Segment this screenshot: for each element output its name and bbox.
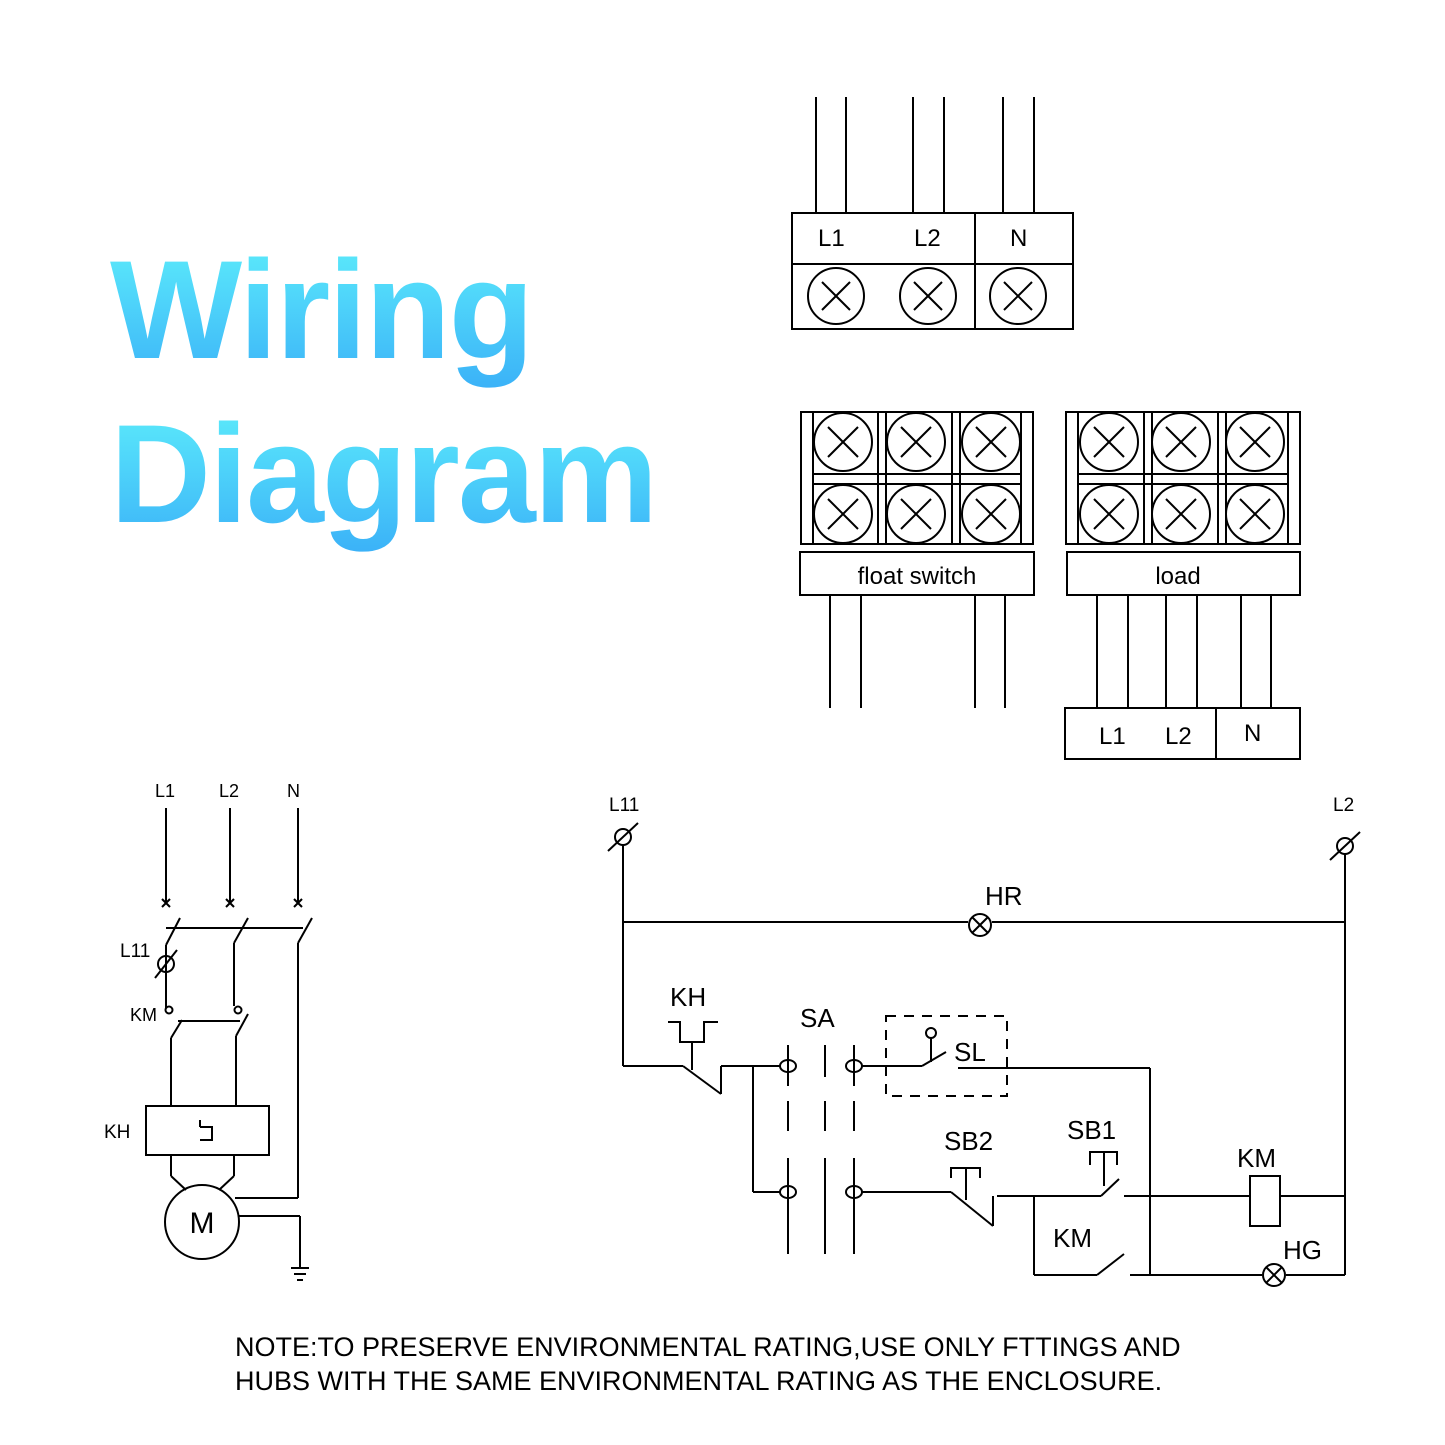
motor-label: M [190,1207,215,1240]
terminal-screw-icon [1151,484,1211,544]
load-terminal-label-l2: L2 [1165,723,1192,750]
ground-icon [291,1267,309,1281]
terminal-screw-icon [961,412,1021,472]
holding-contact-label: KM [1053,1223,1092,1253]
load-terminal-label-n: N [1244,720,1261,747]
lamp-icon-hr [968,913,992,937]
load-label: load [1155,563,1200,590]
fuse-label: L11 [120,941,150,962]
terminal-screw-icon [886,484,946,544]
title-line-2: Diagram [110,395,656,552]
contact-terminal [164,1005,174,1015]
wire-termination-mark [161,898,303,908]
note-line-2: HUBS WITH THE SAME ENVIRONMENTAL RATING … [235,1366,1163,1396]
lamp-hg-label: HG [1283,1235,1322,1265]
float-switch-block [799,411,1035,708]
contact-terminal [233,1005,243,1015]
thermal-contact-icon [668,1021,718,1043]
float-icon [925,1027,937,1039]
control-right-rail-label: L2 [1333,795,1354,816]
terminal-screw-icon [961,484,1021,544]
lamp-hr-label: HR [985,881,1023,911]
load-block [1064,411,1301,760]
motor-input-label-n: N [287,781,300,801]
contactor-coil-label: KM [1237,1143,1276,1173]
terminal-screw-icon [989,267,1047,325]
terminal-screw-icon [1225,484,1285,544]
float-switch-enclosure [885,1015,1008,1097]
terminal-screw-icon [813,484,873,544]
thermal-element-icon [200,1126,213,1141]
contactor-label: KM [130,1005,157,1025]
control-circuit [607,822,1361,1287]
contactor-coil [1249,1175,1281,1227]
terminal-screw-icon [899,267,957,325]
fuse-icon [154,949,178,979]
title-line-1: Wiring [110,231,532,388]
float-switch-label: float switch [858,563,977,590]
terminal-block-top [791,97,1074,330]
motor-input-label-l2: L2 [219,781,239,801]
overload-contact-label: KH [670,982,706,1012]
selector-switch-label: SA [800,1003,835,1033]
terminal-top-label-l1: L1 [818,225,845,252]
control-left-rail-label: L11 [609,795,639,816]
incoming-wires [815,97,1035,213]
motor-icon [164,1184,240,1260]
terminal-screw-icon [1079,484,1139,544]
terminal-top-label-l2: L2 [914,225,941,252]
stop-button-label: SB2 [944,1126,993,1156]
terminal-screw-icon [807,267,865,325]
terminal-screw-icon [1225,412,1285,472]
terminal-screw-icon [886,412,946,472]
terminal-screw-icon [813,412,873,472]
terminal-screw-icon [1151,412,1211,472]
terminal-screw-icon [1079,412,1139,472]
enclosure-note: NOTE:TO PRESERVE ENVIRONMENTAL RATING,US… [235,1330,1335,1398]
load-terminal-label-l1: L1 [1099,723,1126,750]
page-title: Wiring Diagram [110,231,658,552]
terminal-top-label-n: N [1010,225,1027,252]
motor-input-label-l1: L1 [155,781,175,801]
motor-power-circuit [145,808,313,1281]
lamp-icon-hg [1262,1263,1286,1287]
overload-relay [145,1105,270,1156]
note-line-1: NOTE:TO PRESERVE ENVIRONMENTAL RATING,US… [235,1332,1181,1362]
overload-label: KH [104,1122,130,1143]
start-button-label: SB1 [1067,1115,1116,1145]
float-switch-sl-label: SL [954,1037,986,1067]
